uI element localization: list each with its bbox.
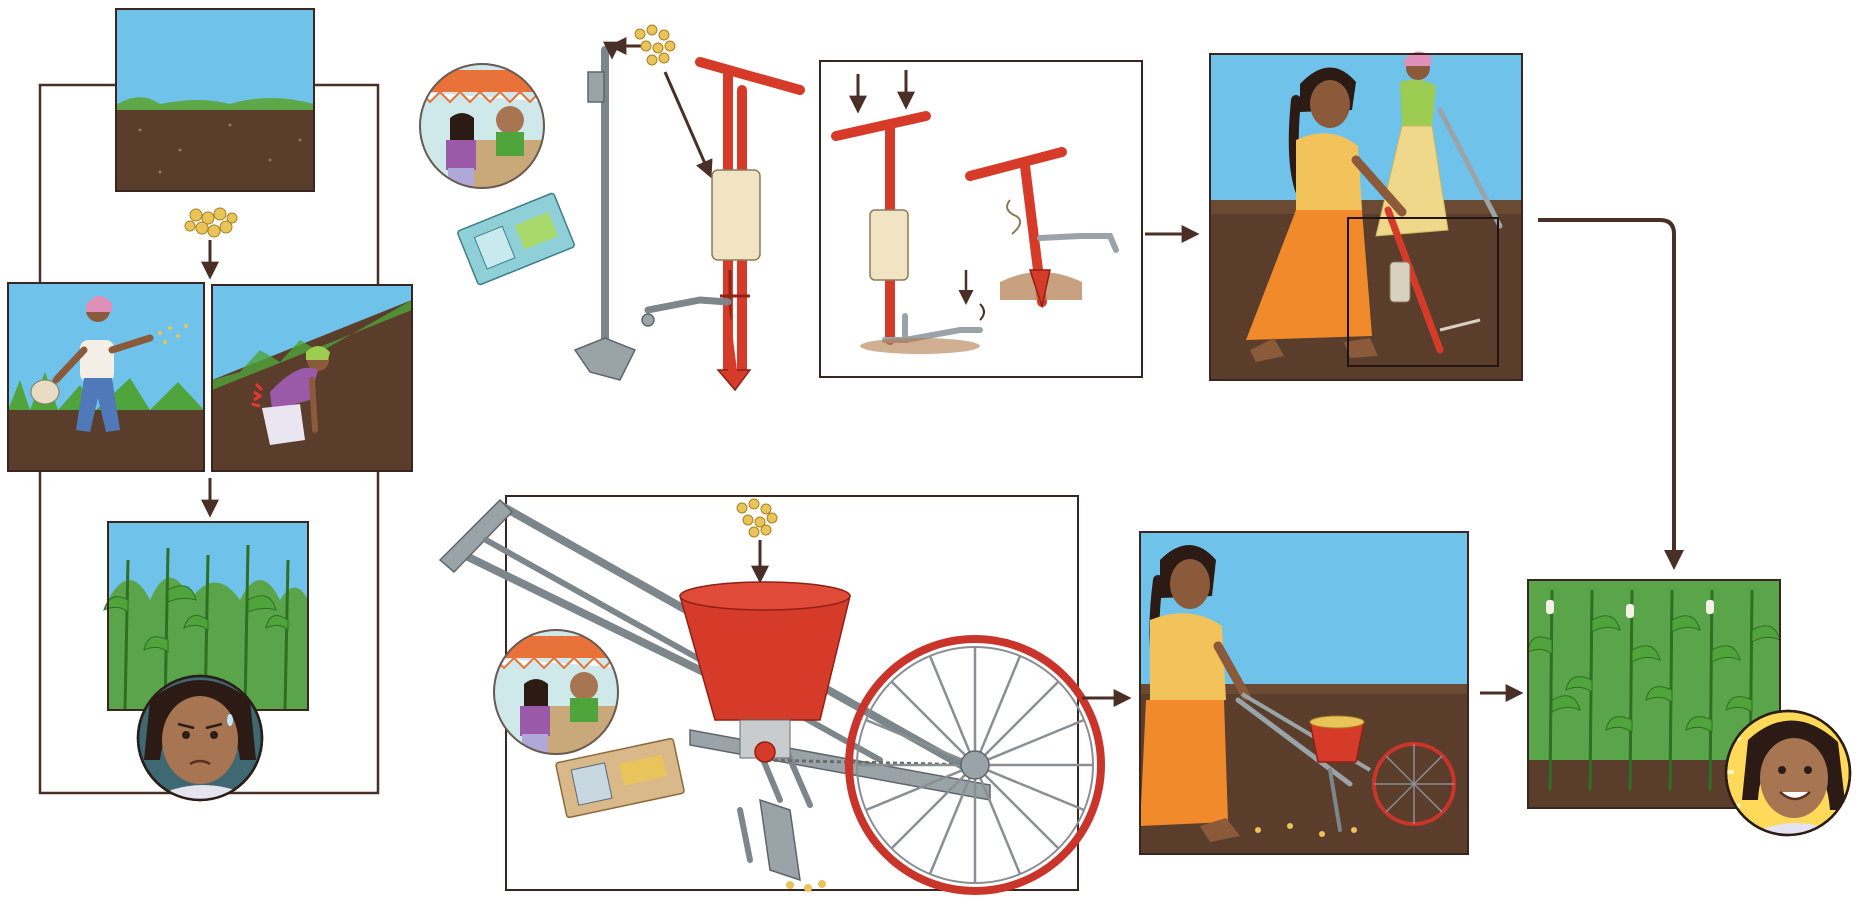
jab-planter-rod [575,46,650,380]
worried-farmer-face [138,676,262,810]
broadcast-sowing-panel [8,283,204,471]
seed-cluster-icon [737,499,777,537]
red-jab-planter [642,62,800,390]
jab-planting-field-panel [1210,51,1522,380]
seed-cluster-icon [185,208,237,237]
jab-planter-operation-panel [820,61,1142,377]
push-seeder-purchase [494,630,626,756]
traditional-method-group [8,9,412,810]
hand-sowing-panel [212,285,412,471]
seed-cluster-icon [635,25,675,65]
jab-planter-group [420,25,1674,566]
jab-planter-purchase [420,64,550,190]
bare-field-panel [116,9,314,191]
jab-to-maize-arrow [1538,220,1674,566]
healthy-maize-outcome [1528,580,1850,846]
banknote-icon [457,193,575,286]
push-seeder-group [440,496,1520,892]
push-seeder-field-panel [1140,532,1468,854]
seed-into-hopper-arrow [665,72,710,175]
